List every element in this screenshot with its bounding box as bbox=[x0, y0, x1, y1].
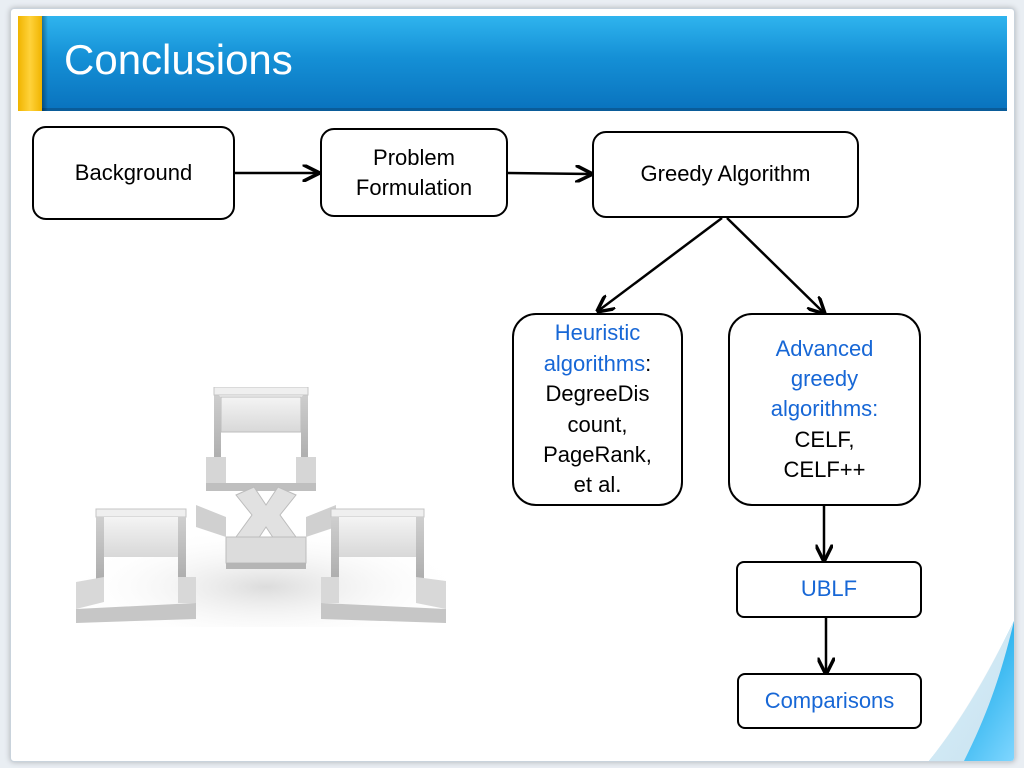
advanced-line-5: CELF++ bbox=[783, 457, 866, 483]
node-comparisons: Comparisons bbox=[737, 673, 922, 729]
arrow-greedy-to-heuristic bbox=[598, 217, 723, 311]
heuristic-line-6: et al. bbox=[573, 472, 622, 498]
advanced-line-4: CELF, bbox=[794, 426, 855, 452]
node-ublf-label: UBLF bbox=[800, 576, 858, 602]
advanced-line-2: greedy bbox=[790, 365, 859, 391]
node-problem-line-2: Formulation bbox=[355, 174, 473, 200]
node-background: Background bbox=[32, 126, 235, 220]
node-heuristic-algorithms: Heuristic algorithms: DegreeDis count, P… bbox=[512, 313, 683, 506]
node-ublf: UBLF bbox=[736, 561, 922, 618]
title-accent-stripe bbox=[18, 16, 42, 111]
title-accent-shadow bbox=[42, 16, 48, 111]
arrow-greedy-to-advanced bbox=[726, 217, 824, 313]
arrow-problem-to-greedy bbox=[506, 173, 591, 174]
maze-left-room bbox=[76, 508, 196, 623]
title-bar bbox=[18, 16, 1007, 111]
heuristic-line-4: count, bbox=[567, 411, 628, 437]
maze-top-room bbox=[206, 387, 316, 491]
flow-arrows bbox=[235, 9, 1014, 761]
node-greedy-algorithm: Greedy Algorithm bbox=[592, 131, 859, 218]
heuristic-line-2: algorithms: bbox=[543, 349, 652, 379]
node-advanced-greedy: Advanced greedy algorithms: CELF, CELF++ bbox=[728, 313, 921, 506]
page-curl-decoration bbox=[929, 621, 1014, 761]
heuristic-line-5: PageRank, bbox=[543, 441, 652, 467]
advanced-line-3: algorithms: bbox=[770, 396, 879, 422]
advanced-line-1: Advanced bbox=[775, 335, 874, 361]
slide: Conclusions Background Problem Formulati… bbox=[10, 8, 1015, 762]
node-comparisons-label: Comparisons bbox=[764, 687, 895, 713]
node-problem-formulation: Problem Formulation bbox=[320, 128, 508, 217]
node-problem-line-1: Problem bbox=[373, 144, 455, 170]
node-greedy-label: Greedy Algorithm bbox=[640, 161, 811, 187]
heuristic-colon: : bbox=[645, 350, 652, 376]
slide-title: Conclusions bbox=[64, 36, 293, 83]
maze-center-junction bbox=[196, 486, 336, 569]
heuristic-line-1: Heuristic bbox=[554, 320, 641, 346]
maze-right-room bbox=[321, 508, 446, 623]
heuristic-line-2-text: algorithms bbox=[543, 350, 646, 376]
maze-illustration bbox=[66, 387, 466, 627]
node-background-label: Background bbox=[74, 159, 193, 185]
heuristic-line-3: DegreeDis bbox=[545, 381, 650, 407]
